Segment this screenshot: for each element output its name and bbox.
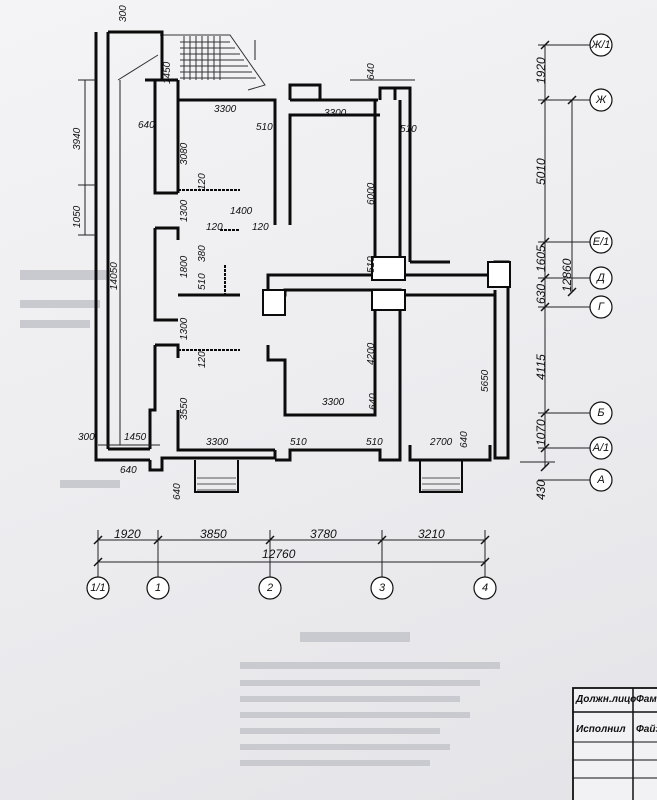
axis-label: А/1: [592, 442, 610, 454]
axis-label: 1: [155, 582, 161, 594]
axis-label: Ж/1: [590, 39, 610, 51]
axis-label: А: [596, 474, 604, 486]
dim-text: 12860: [560, 258, 574, 292]
dim-text: 640: [172, 483, 183, 500]
dim-text: 510: [366, 256, 377, 273]
dim-text: 640: [368, 393, 379, 410]
thin-partitions: [178, 189, 240, 351]
axis-bubble-a: [589, 468, 613, 492]
staircase: [117, 34, 266, 91]
dim-text: 1920: [114, 527, 141, 541]
axis-label: 4: [482, 582, 488, 594]
dim-text: 430: [534, 480, 548, 500]
dim-text: 640: [366, 63, 377, 80]
axis-bubbles-right: [589, 33, 613, 492]
axis-bubble-1-1: [86, 576, 110, 600]
axis-label: Б: [597, 407, 604, 419]
dim-text: 120: [197, 351, 208, 368]
axis-bubble-d: [589, 266, 613, 290]
dim-text: 2700: [429, 437, 453, 448]
axis-leaders: [97, 576, 486, 582]
axis-label: Д: [595, 272, 605, 284]
dim-text: 5010: [534, 158, 548, 185]
axis-bubble-2: [258, 576, 282, 600]
axis-label: Е/1: [593, 236, 610, 248]
dim-text: 5650: [480, 369, 491, 392]
dim-text: 3210: [418, 527, 445, 541]
dimension-texts: 300 1450 640 3940 1050 14050 300 1450 64…: [72, 5, 574, 561]
dim-text: 3850: [200, 527, 227, 541]
dim-text: 630: [534, 284, 548, 304]
axis-bubble-e1: [589, 230, 613, 254]
dim-text: 510: [256, 122, 273, 133]
axis-bubble-4: [473, 576, 497, 600]
dim-text: 3080: [179, 142, 190, 165]
axis-bubble-3: [370, 576, 394, 600]
dim-text: 1800: [179, 255, 190, 278]
axis-bubble-zh: [589, 88, 613, 112]
axis-labels-bottom: 1/1 1 2 3 4: [90, 582, 488, 594]
dim-text: 640: [459, 431, 470, 448]
dim-text: 300: [118, 5, 129, 22]
dim-text: 1450: [124, 432, 147, 443]
axis-label: Ж: [595, 94, 607, 106]
dim-text: 6000: [366, 182, 377, 205]
dim-text: 3300: [214, 104, 237, 115]
dim-text: 1450: [162, 61, 173, 84]
dim-text: 3300: [322, 397, 345, 408]
dim-text: 300: [78, 432, 95, 443]
dim-text: 1070: [534, 419, 548, 446]
dim-text: 12760: [262, 547, 296, 561]
dim-text: 510: [400, 124, 417, 135]
walls: [94, 30, 510, 472]
title-block-cell: Должн.лицо: [575, 694, 636, 705]
dim-text: 640: [120, 465, 137, 476]
axis-labels-right: Ж/1 Ж Е/1 Д Г Б А/1 А: [590, 39, 610, 486]
dim-text: 640: [138, 120, 155, 131]
dimension-lines: [78, 40, 590, 576]
dim-text: 510: [290, 437, 307, 448]
axis-label: 1/1: [90, 582, 105, 594]
title-block-cell: Фам: [636, 694, 657, 705]
dim-text: 14050: [109, 262, 120, 290]
dim-text: 3780: [310, 527, 337, 541]
dim-text: 120: [206, 222, 223, 233]
dim-text: 4200: [366, 342, 377, 365]
title-block-cell: Исполнил: [576, 724, 626, 735]
dim-text: 3300: [206, 437, 229, 448]
dim-text: 1400: [230, 206, 253, 217]
dim-text: 4115: [534, 354, 548, 380]
dim-text: 510: [366, 437, 383, 448]
title-block: Должн.лицо Фам Исполнил Файз: [572, 687, 657, 800]
dim-text: 1300: [179, 199, 190, 222]
axis-label: 3: [379, 582, 386, 594]
dim-text: 120: [252, 222, 269, 233]
axis-bubble-b: [589, 401, 613, 425]
dim-text: 1920: [534, 57, 548, 84]
title-block-cell: Файз: [636, 724, 657, 735]
axis-bubble-g: [589, 295, 613, 319]
dim-text: 380: [197, 245, 208, 262]
column-blocks: [262, 256, 511, 316]
faint-background-text: [20, 270, 500, 766]
dim-text: 120: [197, 173, 208, 190]
dim-text: 3550: [179, 397, 190, 420]
dim-text: 1300: [179, 317, 190, 340]
axis-bubbles-bottom: [86, 576, 497, 600]
axis-bubble-zh1: [589, 33, 613, 57]
dim-text: 3300: [324, 108, 347, 119]
dim-text: 510: [197, 273, 208, 290]
axis-bubble-a1: [589, 436, 613, 460]
dim-text: 3940: [72, 127, 83, 150]
axis-bubble-1: [146, 576, 170, 600]
dimension-ticks: [93, 40, 577, 567]
axis-label: Г: [598, 301, 605, 313]
window-bays: [194, 460, 463, 493]
axis-label: 2: [266, 582, 273, 594]
dim-text: 1050: [72, 205, 83, 228]
window-hatch: [197, 477, 460, 491]
dim-text: 1605: [534, 245, 548, 272]
